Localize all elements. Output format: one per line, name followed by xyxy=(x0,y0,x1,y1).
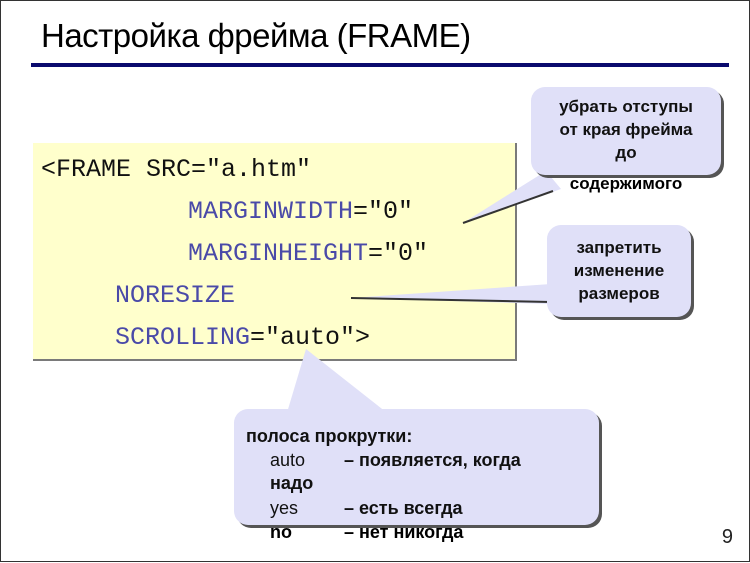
callout-margins: убрать отступы от края фрейма до xyxy=(531,87,721,175)
scrolling-option-auto-cont: надо xyxy=(270,473,314,493)
scrolling-option-yes: yes– есть всегда xyxy=(270,498,463,518)
callout-margins-line: убрать отступы xyxy=(559,97,693,116)
title-underline xyxy=(31,63,729,67)
scrolling-option-no: no– нет никогда xyxy=(270,522,464,542)
value-marginwidth: ="0" xyxy=(353,197,414,226)
code-line-noresize: NORESIZE xyxy=(115,281,235,310)
callout-margins-line: до xyxy=(615,143,637,162)
callout-noresize-line: изменение xyxy=(573,261,665,280)
page-number: 9 xyxy=(721,526,733,548)
code-line-marginwidth: MARGINWIDTH="0" xyxy=(188,197,413,226)
value-scrolling: ="auto"> xyxy=(250,323,371,352)
attr-marginheight: MARGINHEIGHT xyxy=(188,239,369,268)
code-box: <FRAME SRC="a.htm" MARGINWIDTH="0" MARGI… xyxy=(33,143,517,361)
code-line-marginheight: MARGINHEIGHT="0" xyxy=(188,239,428,268)
callout-noresize: запретить изменение размеров xyxy=(547,225,691,317)
callout-noresize-line: размеров xyxy=(578,284,660,303)
code-line-scrolling: SCROLLING="auto"> xyxy=(115,323,370,352)
slide-title: Настройка фрейма (FRAME) xyxy=(41,17,471,54)
callout-margins-overflow: содержимого xyxy=(569,174,683,193)
callout-noresize-line: запретить xyxy=(576,238,662,257)
scrolling-option-auto: auto– появляется, когда xyxy=(270,450,521,470)
value-marginheight: ="0" xyxy=(368,239,429,268)
scrolling-heading: полоса прокрутки: xyxy=(246,426,413,446)
callout-margins-line: от края фрейма xyxy=(559,120,693,139)
callout-scrolling: полоса прокрутки: auto– появляется, когд… xyxy=(234,409,599,525)
attr-noresize: NORESIZE xyxy=(115,281,236,310)
attr-scrolling: SCROLLING xyxy=(115,323,251,352)
attr-marginwidth: MARGINWIDTH xyxy=(188,197,354,226)
code-line-frame: <FRAME SRC="a.htm" xyxy=(41,155,312,184)
